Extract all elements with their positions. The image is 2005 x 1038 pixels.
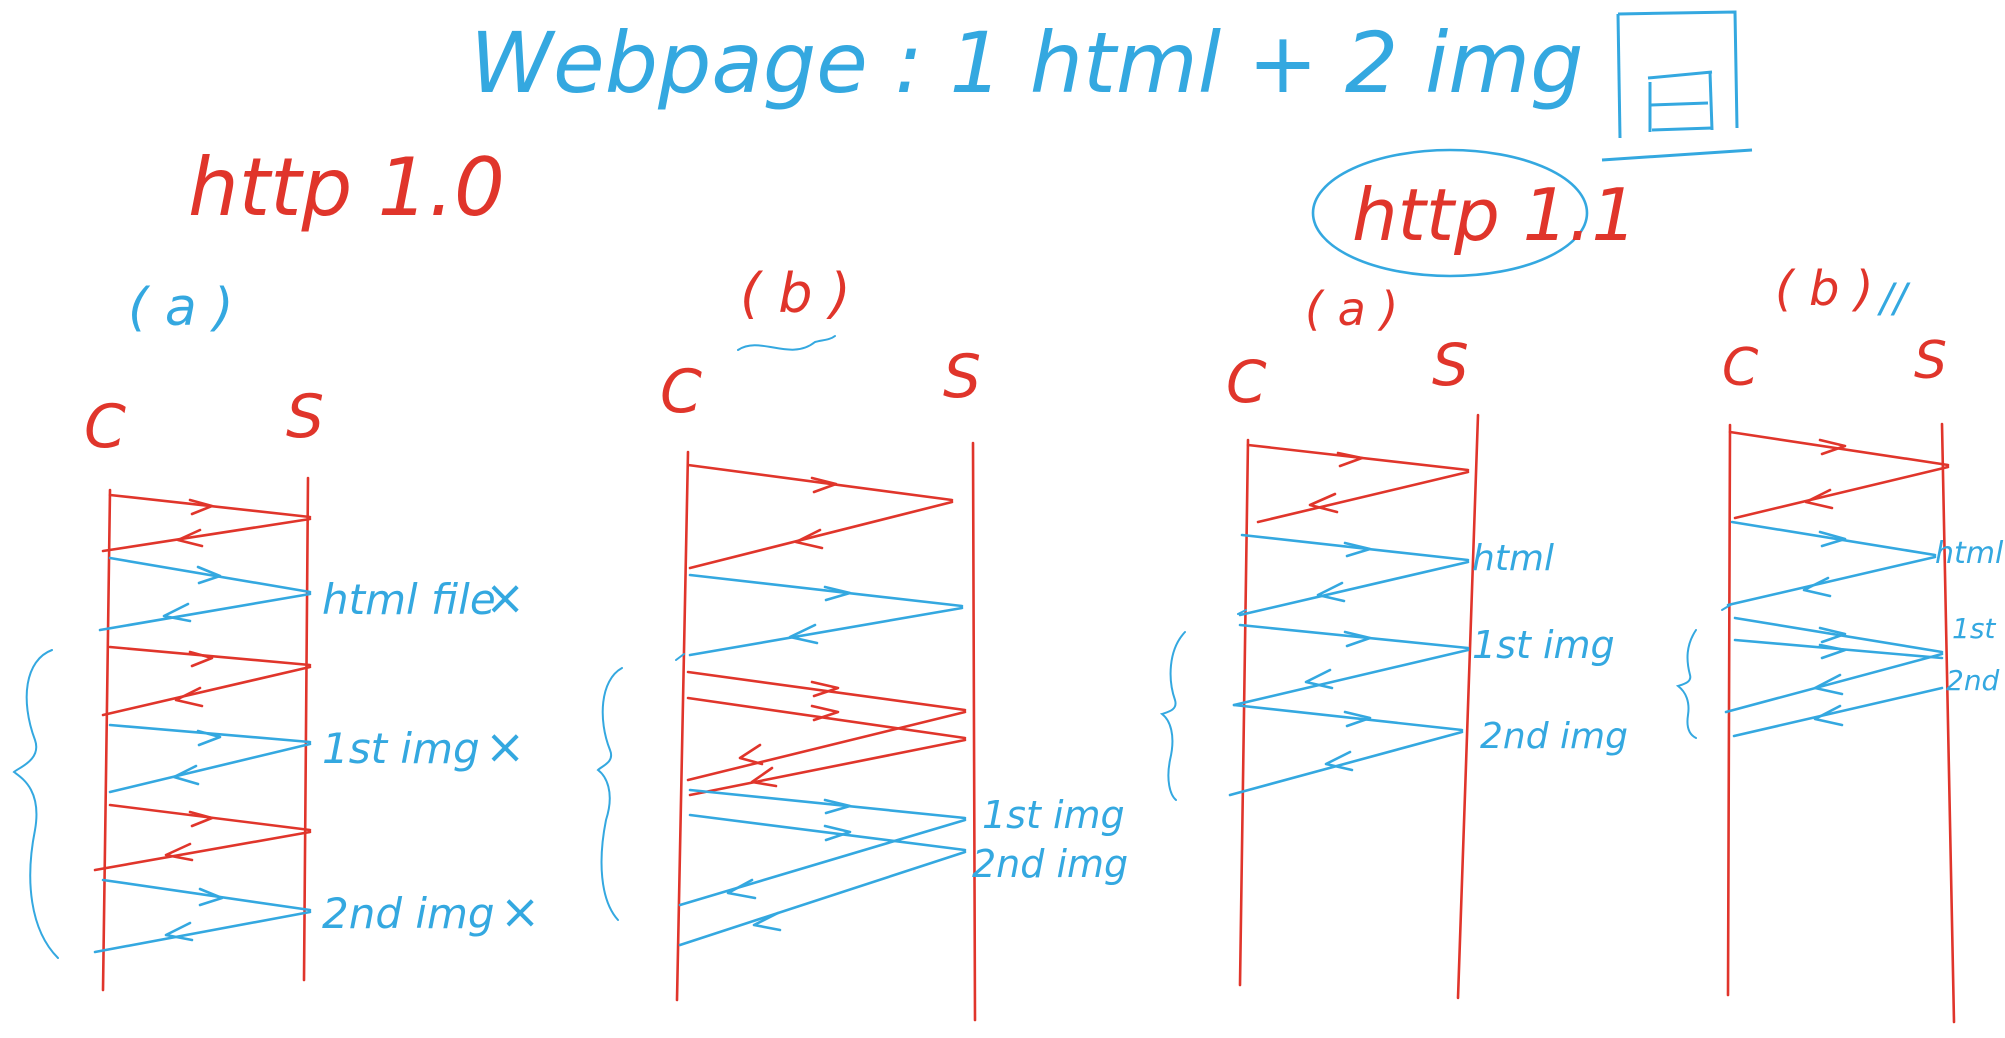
http11-circle <box>1311 148 1589 278</box>
panel-http11-a-label: ( a ) <box>1305 282 1398 336</box>
bracket-http11-b <box>1675 629 1697 739</box>
response-label: 1st img <box>982 793 1125 837</box>
client-label-3: C <box>1226 348 1267 416</box>
http11-label: http 1.1 <box>1352 173 1637 257</box>
panel-http10-b-messages <box>596 463 967 947</box>
server-label-4: S <box>1914 331 1947 391</box>
bracket-http11-a <box>1159 631 1186 801</box>
panel-http11-b-label: ( b ) <box>1775 261 1873 317</box>
panel-http10-a-label: ( a ) <box>128 278 234 338</box>
server-label-2: S <box>943 342 981 412</box>
panel-http10-b-label: ( b ) <box>740 262 851 325</box>
response-label: html <box>1935 536 2004 571</box>
bracket-http10-b <box>596 667 623 921</box>
http10-label: http 1.0 <box>188 141 505 234</box>
title: Webpage : 1 html + 2 img <box>470 14 1583 112</box>
response-label: 1st img <box>322 724 480 773</box>
response-label: 2nd img <box>972 842 1128 886</box>
response-label: html <box>1472 538 1554 579</box>
response-label: 2nd img <box>1480 716 1628 757</box>
panel-http10-a-responses: html file 1st img 2nd img × × × <box>322 570 540 940</box>
bracket-http10-a <box>12 649 59 959</box>
page-icon <box>1601 10 1753 162</box>
server-label-1: S <box>286 382 324 452</box>
panel-http11-b-responses: html 1st 2nd <box>1935 536 2004 697</box>
cross-mark: × <box>485 570 525 626</box>
client-label-4: C <box>1722 338 1759 398</box>
panel-http11-a-messages <box>1159 443 1470 801</box>
panel-http11-b-note: // <box>1877 276 1911 322</box>
response-label: html file <box>322 575 496 624</box>
client-label-1: C <box>84 392 126 462</box>
timelines <box>101 413 1956 1024</box>
cross-mark: × <box>485 719 525 775</box>
server-label-3: S <box>1432 331 1469 399</box>
panel-http11-b-messages <box>1675 430 1950 739</box>
panel-http10-b-responses: 1st img 2nd img <box>972 793 1128 886</box>
client-label-2: C <box>660 357 702 427</box>
panel-http11-a-responses: html 1st img 2nd img <box>1472 538 1628 757</box>
response-label: 1st img <box>1472 623 1615 667</box>
panel-http10-a-messages <box>12 493 312 959</box>
response-label: 2nd <box>1946 664 2000 697</box>
cross-mark: × <box>500 884 540 940</box>
response-label: 2nd img <box>322 889 495 938</box>
response-label: 1st <box>1952 612 1996 645</box>
panel-http10-b-underline <box>737 335 836 351</box>
